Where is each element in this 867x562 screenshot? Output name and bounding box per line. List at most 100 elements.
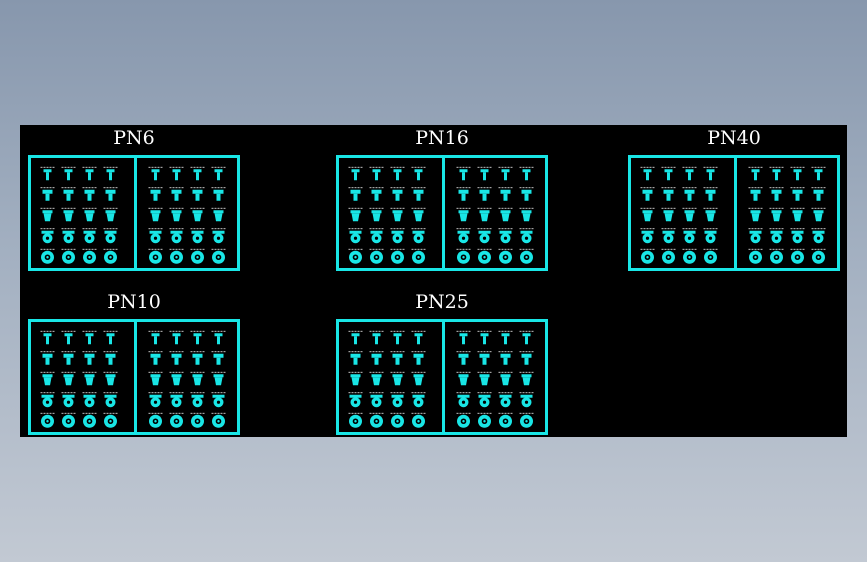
flange-disc-symbol bbox=[519, 412, 534, 428]
flange-disc-symbol bbox=[790, 248, 805, 264]
tee-large-symbol bbox=[390, 207, 405, 222]
flange-bolted-symbol bbox=[190, 228, 205, 244]
flange-bolted-symbol bbox=[519, 228, 534, 244]
flange-disc-symbol bbox=[390, 412, 405, 428]
panel-divider bbox=[442, 158, 445, 268]
flange-bolted-symbol bbox=[103, 228, 118, 244]
tee-medium-symbol bbox=[82, 187, 97, 201]
tee-medium-symbol bbox=[661, 187, 676, 201]
flange-table-frame bbox=[628, 155, 840, 271]
tee-small-symbol bbox=[411, 330, 426, 345]
flange-bolted-symbol bbox=[211, 228, 226, 244]
flange-disc-symbol bbox=[190, 248, 205, 264]
tee-medium-symbol bbox=[682, 187, 697, 201]
flange-bolted-symbol bbox=[103, 392, 118, 408]
tee-small-symbol bbox=[790, 166, 805, 181]
flange-bolted-symbol bbox=[348, 228, 363, 244]
flange-bolted-symbol bbox=[390, 392, 405, 408]
flange-disc-symbol bbox=[211, 412, 226, 428]
tee-small-symbol bbox=[703, 166, 718, 181]
flange-disc-symbol bbox=[369, 412, 384, 428]
tee-small-symbol bbox=[169, 330, 184, 345]
flange-bolted-symbol bbox=[82, 392, 97, 408]
tee-small-symbol bbox=[61, 166, 76, 181]
flange-bolted-symbol bbox=[456, 228, 471, 244]
flange-disc-symbol bbox=[477, 412, 492, 428]
tee-medium-symbol bbox=[169, 187, 184, 201]
tee-large-symbol bbox=[369, 207, 384, 222]
flange-bolted-symbol bbox=[477, 392, 492, 408]
tee-small-symbol bbox=[477, 330, 492, 345]
tee-large-symbol bbox=[61, 371, 76, 386]
tee-small-symbol bbox=[103, 330, 118, 345]
symbol-panel-left bbox=[35, 326, 131, 430]
flange-disc-symbol bbox=[411, 248, 426, 264]
tee-medium-symbol bbox=[369, 351, 384, 365]
flange-disc-symbol bbox=[369, 248, 384, 264]
tee-small-symbol bbox=[640, 166, 655, 181]
flange-bolted-symbol bbox=[61, 228, 76, 244]
tee-medium-symbol bbox=[148, 187, 163, 201]
symbol-panel-left bbox=[635, 162, 731, 266]
tee-medium-symbol bbox=[369, 187, 384, 201]
tee-medium-symbol bbox=[519, 351, 534, 365]
tee-small-symbol bbox=[190, 330, 205, 345]
group-pn6: PN6 bbox=[28, 127, 240, 273]
tee-small-symbol bbox=[682, 166, 697, 181]
flange-table-frame bbox=[28, 319, 240, 435]
flange-bolted-symbol bbox=[390, 228, 405, 244]
flange-disc-symbol bbox=[640, 248, 655, 264]
tee-small-symbol bbox=[390, 166, 405, 181]
tee-large-symbol bbox=[40, 207, 55, 222]
flange-disc-symbol bbox=[211, 248, 226, 264]
tee-small-symbol bbox=[348, 330, 363, 345]
panel-divider bbox=[442, 322, 445, 432]
flange-disc-symbol bbox=[40, 412, 55, 428]
flange-symbol-grid bbox=[40, 166, 118, 264]
group-pn10: PN10 bbox=[28, 291, 240, 437]
flange-disc-symbol bbox=[169, 412, 184, 428]
tee-small-symbol bbox=[456, 166, 471, 181]
flange-disc-symbol bbox=[82, 412, 97, 428]
tee-large-symbol bbox=[148, 371, 163, 386]
tee-medium-symbol bbox=[103, 351, 118, 365]
tee-medium-symbol bbox=[411, 351, 426, 365]
tee-small-symbol bbox=[148, 166, 163, 181]
tee-medium-symbol bbox=[498, 351, 513, 365]
tee-medium-symbol bbox=[456, 187, 471, 201]
tee-medium-symbol bbox=[40, 351, 55, 365]
flange-bolted-symbol bbox=[148, 228, 163, 244]
tee-medium-symbol bbox=[103, 187, 118, 201]
flange-bolted-symbol bbox=[498, 392, 513, 408]
flange-symbol-grid bbox=[148, 330, 226, 428]
group-pn16: PN16 bbox=[336, 127, 548, 273]
tee-large-symbol bbox=[519, 207, 534, 222]
tee-large-symbol bbox=[369, 371, 384, 386]
tee-large-symbol bbox=[682, 207, 697, 222]
flange-disc-symbol bbox=[148, 248, 163, 264]
tee-medium-symbol bbox=[211, 351, 226, 365]
tee-medium-symbol bbox=[348, 187, 363, 201]
flange-bolted-symbol bbox=[703, 228, 718, 244]
tee-medium-symbol bbox=[61, 351, 76, 365]
tee-large-symbol bbox=[40, 371, 55, 386]
symbol-panel-right bbox=[451, 162, 547, 266]
flange-disc-symbol bbox=[703, 248, 718, 264]
flange-disc-symbol bbox=[682, 248, 697, 264]
flange-disc-symbol bbox=[456, 248, 471, 264]
flange-symbol-grid bbox=[456, 330, 534, 428]
drawing-canvas: PN6 PN16 PN40 PN10 PN25 bbox=[20, 125, 847, 437]
tee-medium-symbol bbox=[790, 187, 805, 201]
group-pn25: PN25 bbox=[336, 291, 548, 437]
tee-small-symbol bbox=[348, 166, 363, 181]
tee-large-symbol bbox=[211, 207, 226, 222]
tee-small-symbol bbox=[456, 330, 471, 345]
tee-medium-symbol bbox=[148, 351, 163, 365]
tee-small-symbol bbox=[103, 166, 118, 181]
flange-disc-symbol bbox=[148, 412, 163, 428]
tee-large-symbol bbox=[411, 207, 426, 222]
tee-large-symbol bbox=[703, 207, 718, 222]
tee-medium-symbol bbox=[61, 187, 76, 201]
tee-small-symbol bbox=[498, 330, 513, 345]
tee-large-symbol bbox=[498, 371, 513, 386]
